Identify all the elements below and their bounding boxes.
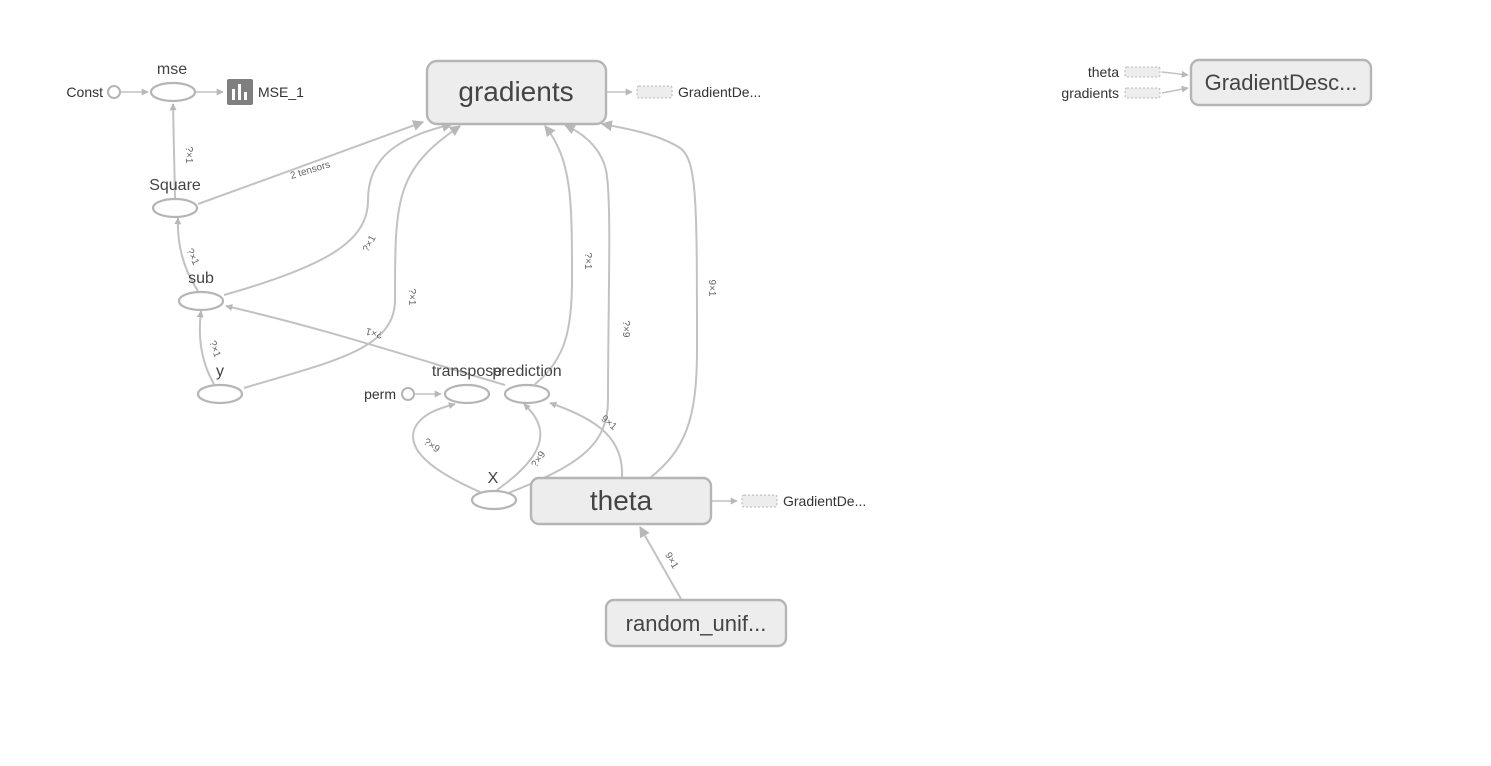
gradients-ref-shape[interactable] (636, 85, 673, 99)
edge-label-x-transpose: ?×9 (421, 437, 442, 456)
theta-ref-label: GradientDe... (783, 493, 866, 509)
edge-square-mse[interactable] (169, 103, 177, 199)
perm-node[interactable]: perm (364, 386, 415, 402)
perm-node-shape[interactable] (401, 387, 415, 401)
sub-node[interactable]: sub (177, 270, 225, 312)
sub-node-label: sub (188, 270, 214, 287)
y-node[interactable]: y (196, 363, 244, 405)
gradient-descent-node-label: GradientDesc... (1205, 70, 1358, 95)
random-uniform-node[interactable]: random_unif... (604, 598, 788, 648)
mse-1-summary-label: MSE_1 (258, 84, 304, 100)
gradient-descent-node-shape[interactable] (1189, 58, 1373, 107)
edge-label-sub-gradients: ?×1 (361, 233, 379, 254)
edge-prediction-gradients[interactable] (534, 125, 574, 385)
bar-chart-icon-bar-2 (238, 84, 241, 100)
edge-y-gradients[interactable] (243, 125, 461, 389)
edge-label-prediction-gradients: ?×1 (582, 253, 593, 270)
edge-label-x-gradients: ?×9 (620, 321, 631, 338)
mse-1-summary-node[interactable]: MSE_1 (227, 79, 304, 105)
edge-x-transpose[interactable] (412, 402, 481, 493)
square-node-label: Square (149, 177, 201, 194)
theta-ref-node[interactable]: GradientDe... (741, 493, 866, 509)
sub-node-shape[interactable] (177, 290, 225, 312)
random-uniform-node-shape[interactable] (604, 598, 788, 648)
x-node[interactable]: X (470, 470, 518, 511)
edge-prediction-sub[interactable] (225, 304, 506, 386)
bar-chart-icon-bar-1 (232, 89, 235, 100)
edge-label-prediction-sub: ?×1 (364, 325, 384, 340)
edge-x-gradients[interactable] (505, 124, 611, 495)
mse-node-shape[interactable] (149, 81, 197, 103)
edges-layer (121, 70, 1189, 600)
gradient-descent-node[interactable]: theta gradients GradientDesc... (1061, 58, 1373, 107)
edge-label-y-gradients: ?×1 (406, 289, 417, 306)
gd-in-theta-label: theta (1088, 64, 1119, 80)
theta-node[interactable]: theta (529, 476, 713, 526)
transpose-node[interactable]: transpose (432, 363, 502, 405)
edge-square-gradients[interactable] (197, 120, 425, 205)
edge-sub-square[interactable] (174, 217, 199, 292)
edge-gd-gradients (1161, 85, 1189, 94)
transpose-node-label: transpose (432, 363, 502, 380)
gd-in-gradients-ref[interactable] (1124, 87, 1161, 99)
gradients-node-shape[interactable] (425, 59, 608, 126)
y-node-label: y (216, 363, 224, 380)
edge-y-sub[interactable] (196, 310, 215, 385)
perm-node-label: perm (364, 386, 396, 402)
const-node-label: Const (66, 84, 103, 100)
square-node[interactable]: Square (149, 177, 201, 219)
theta-node-shape[interactable] (529, 476, 713, 526)
random-uniform-node-label: random_unif... (626, 611, 767, 636)
x-node-label: X (488, 470, 499, 487)
edge-theta-prediction[interactable] (549, 401, 624, 479)
theta-ref-shape[interactable] (741, 494, 778, 508)
const-node-shape[interactable] (107, 85, 121, 99)
edge-label-random-theta: 9×1 (662, 551, 680, 572)
prediction-node-label: prediction (492, 363, 561, 380)
gd-in-theta-ref[interactable] (1124, 66, 1161, 78)
x-node-shape[interactable] (470, 489, 518, 511)
edge-gd-theta (1161, 70, 1189, 78)
edge-label-x-prediction: ?×9 (530, 449, 549, 470)
square-node-shape[interactable] (151, 197, 199, 219)
mse-node-label: mse (157, 61, 187, 78)
transpose-node-shape[interactable] (443, 383, 491, 405)
edge-label-y-sub: ?×1 (206, 339, 222, 359)
gradients-node[interactable]: gradients (425, 59, 608, 126)
theta-node-label: theta (590, 485, 653, 516)
bar-chart-icon-bar-3 (244, 92, 247, 100)
edge-theta-gradients[interactable] (600, 120, 699, 479)
prediction-node[interactable]: prediction (492, 363, 562, 405)
edge-label-sub-square: ?×1 (184, 247, 201, 267)
mse-node[interactable]: mse (149, 61, 197, 103)
const-node[interactable]: Const (66, 84, 121, 100)
edge-sub-gradients[interactable] (223, 121, 454, 296)
y-node-shape[interactable] (196, 383, 244, 405)
edge-x-prediction[interactable] (496, 403, 542, 491)
prediction-node-shape[interactable] (503, 383, 551, 405)
gradients-ref-label: GradientDe... (678, 84, 761, 100)
edge-random-theta[interactable] (639, 526, 682, 600)
edge-label-square-mse: ?×1 (183, 147, 194, 164)
gradients-ref-node[interactable]: GradientDe... (636, 84, 761, 100)
gradients-node-label: gradients (458, 76, 573, 107)
gd-in-gradients-label: gradients (1061, 85, 1119, 101)
edge-label-theta-gradients: 9×1 (706, 280, 717, 297)
